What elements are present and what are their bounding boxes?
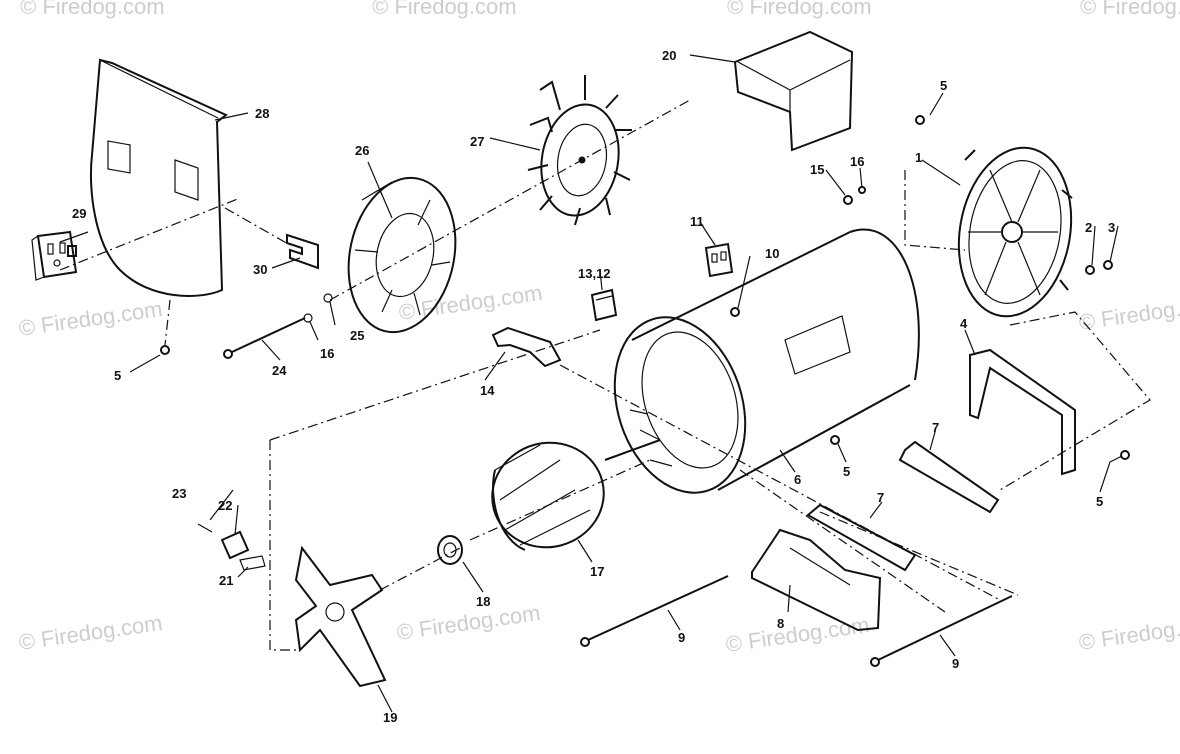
callout-27: 27 <box>470 134 484 149</box>
part-27-fan <box>527 75 632 226</box>
part-28-back-panel <box>89 58 228 297</box>
callout-24: 24 <box>272 363 287 378</box>
callout-29: 29 <box>72 206 86 221</box>
callout-5-mid: 5 <box>843 464 850 479</box>
watermark-mid-4: © Firedog.com <box>1077 290 1180 335</box>
part-13-12-switch <box>590 288 618 322</box>
callout-19: 19 <box>383 710 397 725</box>
part-4-bracket <box>969 348 1076 476</box>
watermark-bot-4: © Firedog.com <box>1077 610 1180 655</box>
callout-20: 20 <box>662 48 676 63</box>
part-26-fan-shroud <box>347 176 457 334</box>
callout-30: 30 <box>253 262 267 277</box>
watermark-bot-2: © Firedog.com <box>395 600 542 645</box>
part-17-rotor <box>491 439 661 551</box>
callout-21: 21 <box>219 573 233 588</box>
assembly-lines <box>59 99 1151 651</box>
leader-lines <box>59 54 1123 713</box>
callout-labels: 20 28 26 27 5 1 15 16 2 3 29 30 11 10 13… <box>72 48 1115 725</box>
watermark-mid-1: © Firedog.com <box>17 296 164 341</box>
callout-16-left: 16 <box>320 346 334 361</box>
watermark-top-4: © Firedog.com <box>1080 0 1180 19</box>
callout-11: 11 <box>690 214 704 229</box>
callout-7-lower: 7 <box>877 490 884 505</box>
part-20-top-cover <box>733 30 854 152</box>
callout-3: 3 <box>1108 220 1115 235</box>
watermark-top-1: © Firedog.com <box>20 0 165 19</box>
part-19-star-bracket <box>294 545 387 688</box>
callout-25: 25 <box>350 328 364 343</box>
callout-13-12: 13,12 <box>578 266 611 281</box>
callout-10: 10 <box>765 246 779 261</box>
callout-26: 26 <box>355 143 369 158</box>
callout-23: 23 <box>172 486 186 501</box>
watermark-top-3: © Firedog.com <box>727 0 872 19</box>
part-7-rails <box>806 440 1000 572</box>
callout-28: 28 <box>255 106 269 121</box>
callout-18: 18 <box>476 594 490 609</box>
callout-1: 1 <box>915 150 922 165</box>
part-24-long-bolt <box>223 293 333 359</box>
callout-14: 14 <box>480 383 495 398</box>
part-6-stator-housing <box>613 228 920 494</box>
callout-9-left: 9 <box>678 630 685 645</box>
callout-8: 8 <box>777 616 784 631</box>
part-30-clip <box>286 233 319 270</box>
callout-9-right: 9 <box>952 656 959 671</box>
part-8-base-plate <box>751 528 882 632</box>
screws <box>160 115 1130 460</box>
watermark-top-2: © Firedog.com <box>372 0 517 19</box>
part-1-end-bell <box>957 146 1073 318</box>
callout-6: 6 <box>794 472 801 487</box>
part-11-receptacle <box>704 242 734 278</box>
callout-5-top: 5 <box>940 78 947 93</box>
part-18-bearing <box>437 535 463 565</box>
callout-7-upper: 7 <box>932 420 939 435</box>
part-21-22-23-brush <box>197 523 266 571</box>
callout-5-left: 5 <box>114 368 121 383</box>
callout-15: 15 <box>810 162 824 177</box>
callout-4: 4 <box>960 316 968 331</box>
callout-5-right: 5 <box>1096 494 1103 509</box>
callout-2: 2 <box>1085 220 1092 235</box>
part-14-bracket <box>491 326 562 368</box>
callout-22: 22 <box>218 498 232 513</box>
callout-17: 17 <box>590 564 604 579</box>
watermark-bot-1: © Firedog.com <box>17 610 164 655</box>
watermark-bot-3: © Firedog.com <box>724 612 871 657</box>
part-29-receptacle <box>31 230 78 281</box>
callout-16-top: 16 <box>850 154 864 169</box>
part-9-bolts <box>580 575 1013 667</box>
